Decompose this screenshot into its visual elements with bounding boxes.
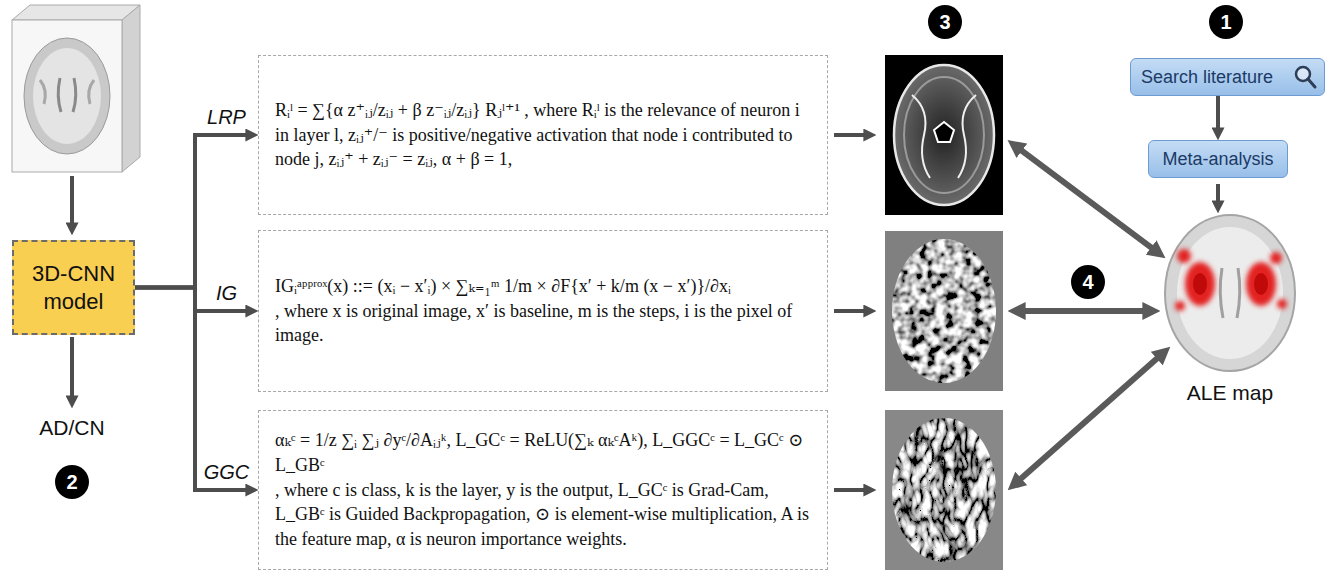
formula-box: αₖᶜ = 1/z ∑ᵢ ∑ⱼ ∂yᶜ/∂Aᵢⱼᵏ, L_GCᶜ = ReLU(… [258, 410, 828, 570]
callout-number: 1 [1209, 5, 1243, 39]
activation-cluster [1270, 252, 1282, 264]
brain-outline [1165, 215, 1295, 371]
lrp-heatmap [885, 55, 1003, 215]
model-box: 3D-CNN model [12, 240, 135, 335]
magnifier-lens [1296, 67, 1310, 81]
box-body-text: , where c is class, k is the layer, y is… [275, 478, 811, 552]
input-volume [12, 5, 140, 172]
formula-box: IGᵢᵃᵖᵖʳᵒˣ(x) ::= (xᵢ − x′ᵢ) × ∑ₖ₌₁ᵐ 1/m … [258, 230, 828, 392]
heatmap-ground [885, 231, 1003, 391]
activation-cluster [1185, 262, 1215, 306]
comparison-arrow [1019, 356, 1160, 481]
comparison-arrow [1019, 149, 1154, 250]
text-label: AD/CN [39, 416, 104, 440]
box-text: IGᵢᵃᵖᵖʳᵒˣ(x) ::= (xᵢ − x′ᵢ) × ∑ₖ₌₁ᵐ 1/m … [275, 274, 811, 299]
cube-side [122, 5, 140, 172]
box-text: αₖᶜ = 1/z ∑ᵢ ∑ⱼ ∂yᶜ/∂Aᵢⱼᵏ, L_GCᶜ = ReLU(… [275, 428, 811, 478]
process-box: Meta-analysis [1148, 140, 1288, 178]
ventricles [58, 78, 76, 112]
flow-arrow [70, 176, 74, 225]
callout-number: 3 [928, 5, 962, 39]
magnifier-handle [1308, 79, 1315, 87]
ale-brain [1165, 215, 1295, 371]
box-text: Meta-analysis [1162, 149, 1273, 170]
attribution-noise [892, 239, 996, 383]
cluster-core [1254, 273, 1268, 295]
activation-cluster [1246, 262, 1276, 306]
ggc-heatmap [885, 410, 1003, 570]
flow-arrow [834, 309, 866, 313]
flow-arrow [834, 133, 866, 137]
brain-slice [24, 38, 110, 154]
connector-arrow [135, 135, 248, 288]
flow-arrow [1216, 184, 1220, 203]
box-text: Search literature [1141, 67, 1273, 88]
search-icon [1296, 67, 1315, 87]
cluster-core [1193, 273, 1207, 295]
text-label: ALE map [1187, 381, 1273, 405]
box-body-text: , where x is original image, x′ is basel… [275, 299, 811, 349]
comparison-arrow [1022, 308, 1146, 314]
brain-structure [934, 122, 954, 142]
brain-white-matter [33, 48, 101, 144]
branch-label: GGC [201, 461, 253, 484]
heatmap-ground [885, 55, 1003, 215]
activation-cluster [1177, 249, 1191, 263]
attribution-noise [892, 418, 996, 562]
branch-label: LRP [204, 106, 249, 129]
process-box: Search literature [1130, 58, 1325, 96]
branch-label: IG [213, 282, 240, 305]
heatmap-ground [885, 410, 1003, 570]
brain-structure [40, 80, 94, 104]
callout-number: 4 [1071, 265, 1105, 299]
box-text: Rᵢˡ = ∑{α z⁺ᵢⱼ/zᵢⱼ + β z⁻ᵢⱼ/zᵢⱼ} Rⱼˡ⁺¹ ,… [275, 98, 811, 172]
activation-cluster [1175, 301, 1185, 311]
brain-structure [912, 95, 976, 178]
brain-outline [894, 65, 994, 205]
callout-number: 2 [55, 465, 89, 499]
ig-heatmap [885, 231, 1003, 391]
formula-box: Rᵢˡ = ∑{α z⁺ᵢⱼ/zᵢⱼ + β z⁻ᵢⱼ/zᵢⱼ} Rⱼˡ⁺¹ ,… [258, 55, 828, 215]
cube-top [12, 5, 140, 20]
flow-arrow [834, 488, 866, 492]
brain-white-matter [1177, 227, 1283, 359]
activation-clusters [1175, 249, 1287, 311]
box-text: 3D-CNN model [22, 260, 125, 315]
connector-arrow [1216, 96, 1220, 130]
ventricles [1220, 268, 1240, 318]
cube-front [12, 20, 122, 172]
activation-cluster [1277, 299, 1287, 309]
flow-arrow [70, 337, 74, 398]
brain-structure [904, 77, 984, 193]
